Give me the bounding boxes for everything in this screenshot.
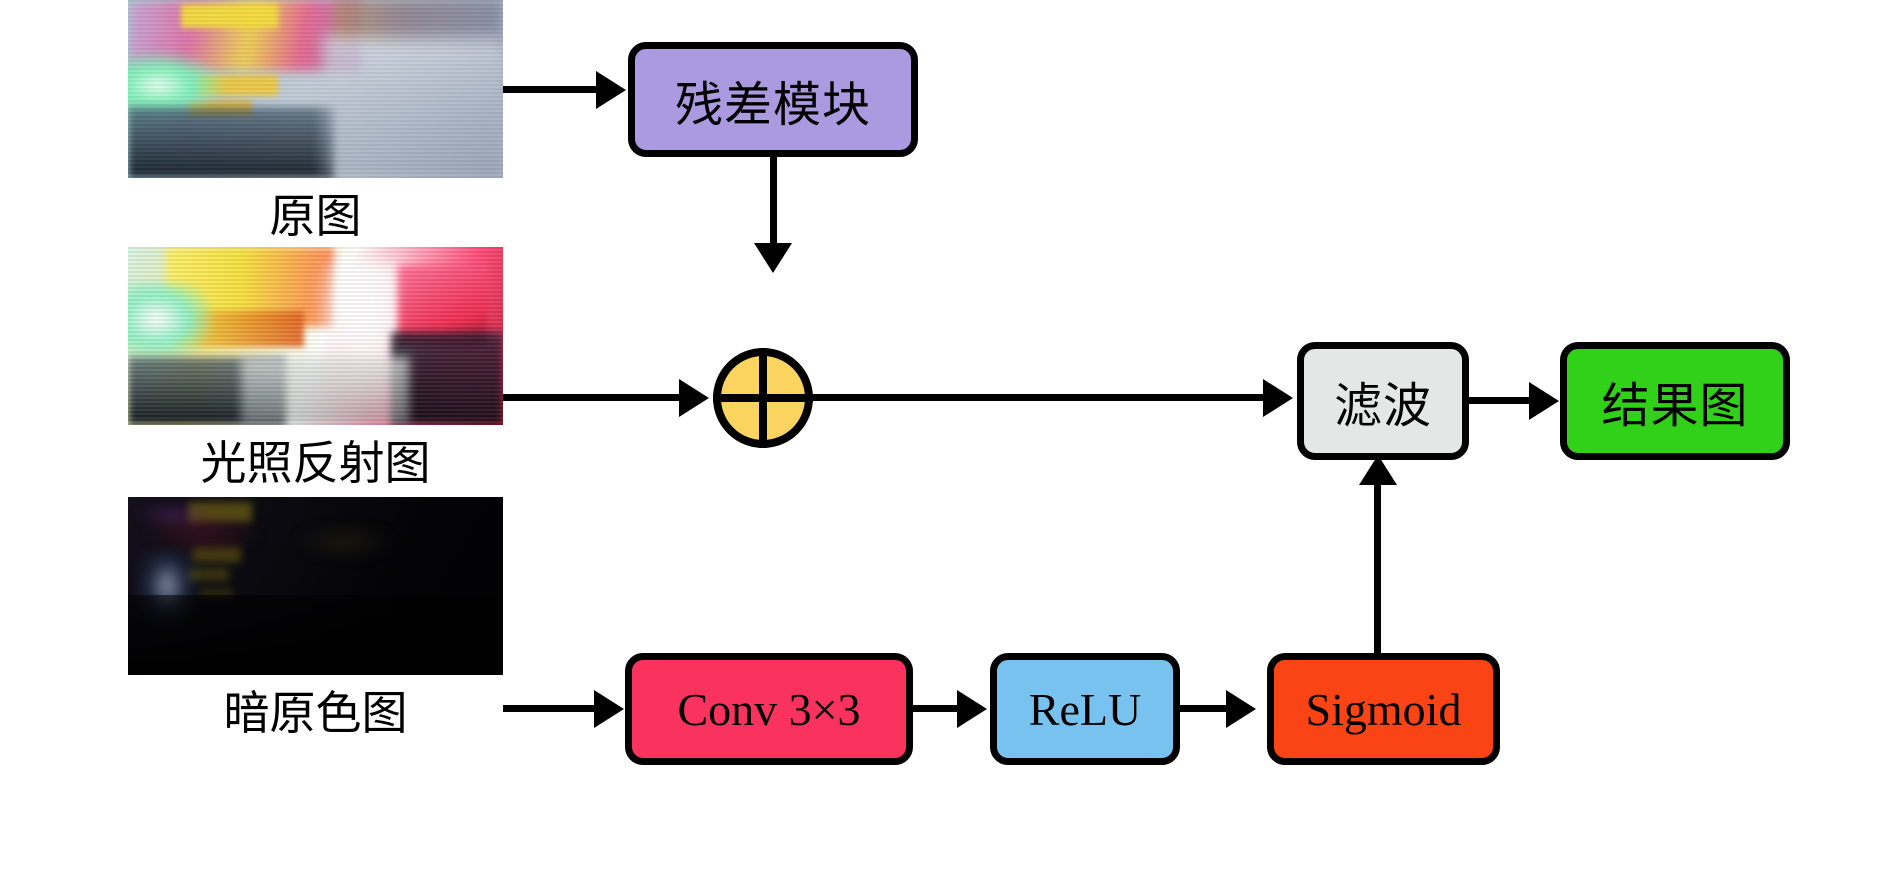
node-relu[interactable]: ReLU	[990, 653, 1180, 765]
node-filter[interactable]: 滤波	[1297, 342, 1469, 460]
arrowhead-relu-to-sigmoid	[1226, 689, 1256, 728]
arrowhead-residual-to-add	[754, 243, 792, 273]
edge-residual-to-add	[769, 157, 777, 250]
node-sigmoid[interactable]: Sigmoid	[1267, 653, 1500, 765]
node-conv-3x3[interactable]: Conv 3×3	[625, 653, 913, 765]
arrowhead-filter-to-result	[1529, 381, 1559, 420]
edge-filter-to-result	[1469, 397, 1533, 404]
arrowhead-conv-to-relu	[957, 689, 987, 728]
node-residual-module[interactable]: 残差模块	[628, 42, 918, 157]
edge-original-to-residual	[503, 86, 598, 93]
node-residual-module-label: 残差模块	[674, 78, 871, 132]
node-sigmoid-label: Sigmoid	[1305, 683, 1462, 735]
node-relu-label: ReLU	[1028, 683, 1142, 735]
caption-illumination-map: 光照反射图	[200, 438, 431, 489]
thumbnail-dark-channel-image	[128, 497, 503, 675]
edge-conv-to-relu	[913, 705, 961, 712]
plus-vertical-bar	[759, 348, 767, 448]
caption-original-image: 原图	[269, 191, 362, 242]
arrowhead-sigmoid-to-filter	[1358, 455, 1397, 485]
thumbnail-illumination-map	[128, 247, 503, 425]
edge-add-to-filter	[813, 394, 1265, 401]
node-result-image[interactable]: 结果图	[1560, 342, 1790, 460]
node-conv-3x3-label: Conv 3×3	[677, 683, 861, 735]
thumbnail-original-image	[128, 0, 503, 178]
node-result-image-label: 结果图	[1601, 380, 1749, 433]
edge-dark-to-conv	[503, 705, 598, 712]
node-filter-label: 滤波	[1333, 380, 1432, 433]
edge-illumination-to-add	[503, 394, 683, 401]
edge-sigmoid-to-filter	[1374, 478, 1381, 656]
arrowhead-illumination-to-add	[679, 378, 709, 417]
edge-relu-to-sigmoid	[1180, 705, 1230, 712]
node-add-plus-circle-icon[interactable]	[713, 348, 813, 448]
caption-dark-channel-image: 暗原色图	[223, 688, 408, 739]
arrowhead-dark-to-conv	[594, 689, 624, 728]
arrowhead-original-to-residual	[596, 70, 626, 109]
arrowhead-add-to-filter	[1263, 378, 1293, 417]
